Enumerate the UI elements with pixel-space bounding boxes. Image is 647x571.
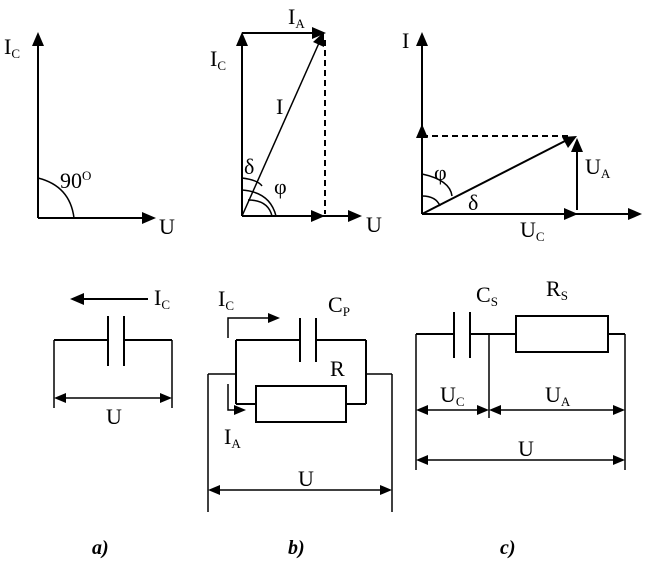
- delta-arc: [241, 177, 263, 187]
- ia-arrow-line: [227, 384, 236, 411]
- caption-a: a): [92, 537, 109, 559]
- current-marker-arrow: [416, 124, 428, 138]
- voltage-arrow-left: [208, 485, 220, 495]
- cap-label: CP: [328, 292, 350, 319]
- x-axis-label: U: [159, 214, 175, 239]
- ia-arrow-head: [234, 405, 246, 415]
- x-axis-label: U: [366, 212, 382, 237]
- resistor: [255, 385, 347, 423]
- ua-arrow: [571, 138, 583, 152]
- panel-b-phasor: IA IC I δ φ U: [210, 4, 382, 237]
- angle-label: 90O: [60, 168, 91, 193]
- voltage-arrow-right: [380, 485, 392, 495]
- u-arrow: [562, 136, 577, 148]
- voltage-label: U: [106, 404, 122, 429]
- uc-arrow-left: [416, 405, 428, 415]
- voltage-label: U: [518, 436, 534, 461]
- delta-arc: [421, 195, 441, 207]
- panel-a-circuit: IC U: [53, 285, 173, 429]
- x-axis-arrow: [628, 208, 642, 220]
- ic-arrow-head: [268, 313, 280, 323]
- uc-arrow-right: [477, 405, 489, 415]
- y-axis-arrow: [416, 32, 428, 46]
- phi-arc: [421, 173, 453, 197]
- voltage-label: U: [298, 466, 314, 491]
- y-axis-arrow: [32, 32, 44, 46]
- ua-label: UA: [545, 382, 571, 409]
- ic-arrow: [236, 32, 248, 46]
- current-arrow-head: [70, 293, 84, 305]
- resistor-label: RS: [546, 276, 568, 303]
- uc-label: UC: [440, 382, 465, 409]
- caption-c: c): [500, 537, 516, 559]
- resistor: [515, 315, 609, 353]
- voltage-arrow-left: [416, 455, 428, 465]
- phi-label: φ: [274, 174, 287, 199]
- resistor-label: R: [330, 356, 345, 381]
- ua-label: UA: [585, 154, 611, 181]
- ia-arrow: [312, 27, 326, 39]
- uc-label: UC: [520, 217, 545, 244]
- x-axis-arrow: [348, 210, 362, 222]
- panel-a-phasor: IC U 90O: [4, 32, 175, 239]
- panel-b-circuit: IC CP R IA U: [207, 286, 393, 512]
- uc-arrow: [564, 208, 578, 220]
- phi-label: φ: [434, 160, 447, 185]
- ic-label: IC: [218, 286, 234, 313]
- voltage-arrow-right: [160, 393, 172, 403]
- x-axis-arrow: [142, 212, 156, 224]
- phi-arc-outer: [241, 189, 277, 217]
- u-phasor: [421, 140, 566, 215]
- panel-c-circuit: CS RS UC UA U: [415, 276, 626, 470]
- ua-arrow-left: [489, 405, 501, 415]
- ic-arrow-line: [227, 317, 268, 338]
- i-phasor: [241, 42, 320, 217]
- ia-projection-arrow: [311, 210, 325, 222]
- voltage-arrow-left: [54, 393, 66, 403]
- i-label: I: [276, 94, 283, 119]
- y-axis-label: IC: [4, 34, 20, 61]
- ic-label: IC: [210, 46, 226, 73]
- ia-label: IA: [224, 424, 241, 451]
- i-arrow: [313, 32, 324, 47]
- delta-label: δ: [468, 190, 478, 215]
- voltage-arrow-right: [613, 455, 625, 465]
- cap-label: CS: [476, 282, 498, 309]
- caption-b: b): [288, 537, 305, 559]
- current-label: IC: [154, 285, 170, 312]
- y-axis-label: I: [402, 28, 409, 53]
- panel-c-phasor: I φ δ UA UC: [402, 28, 642, 244]
- ia-label: IA: [288, 4, 305, 31]
- ua-arrow-right: [613, 405, 625, 415]
- delta-label: δ: [244, 154, 254, 179]
- angle-arc: [37, 177, 75, 219]
- phi-arc-inner: [247, 199, 273, 217]
